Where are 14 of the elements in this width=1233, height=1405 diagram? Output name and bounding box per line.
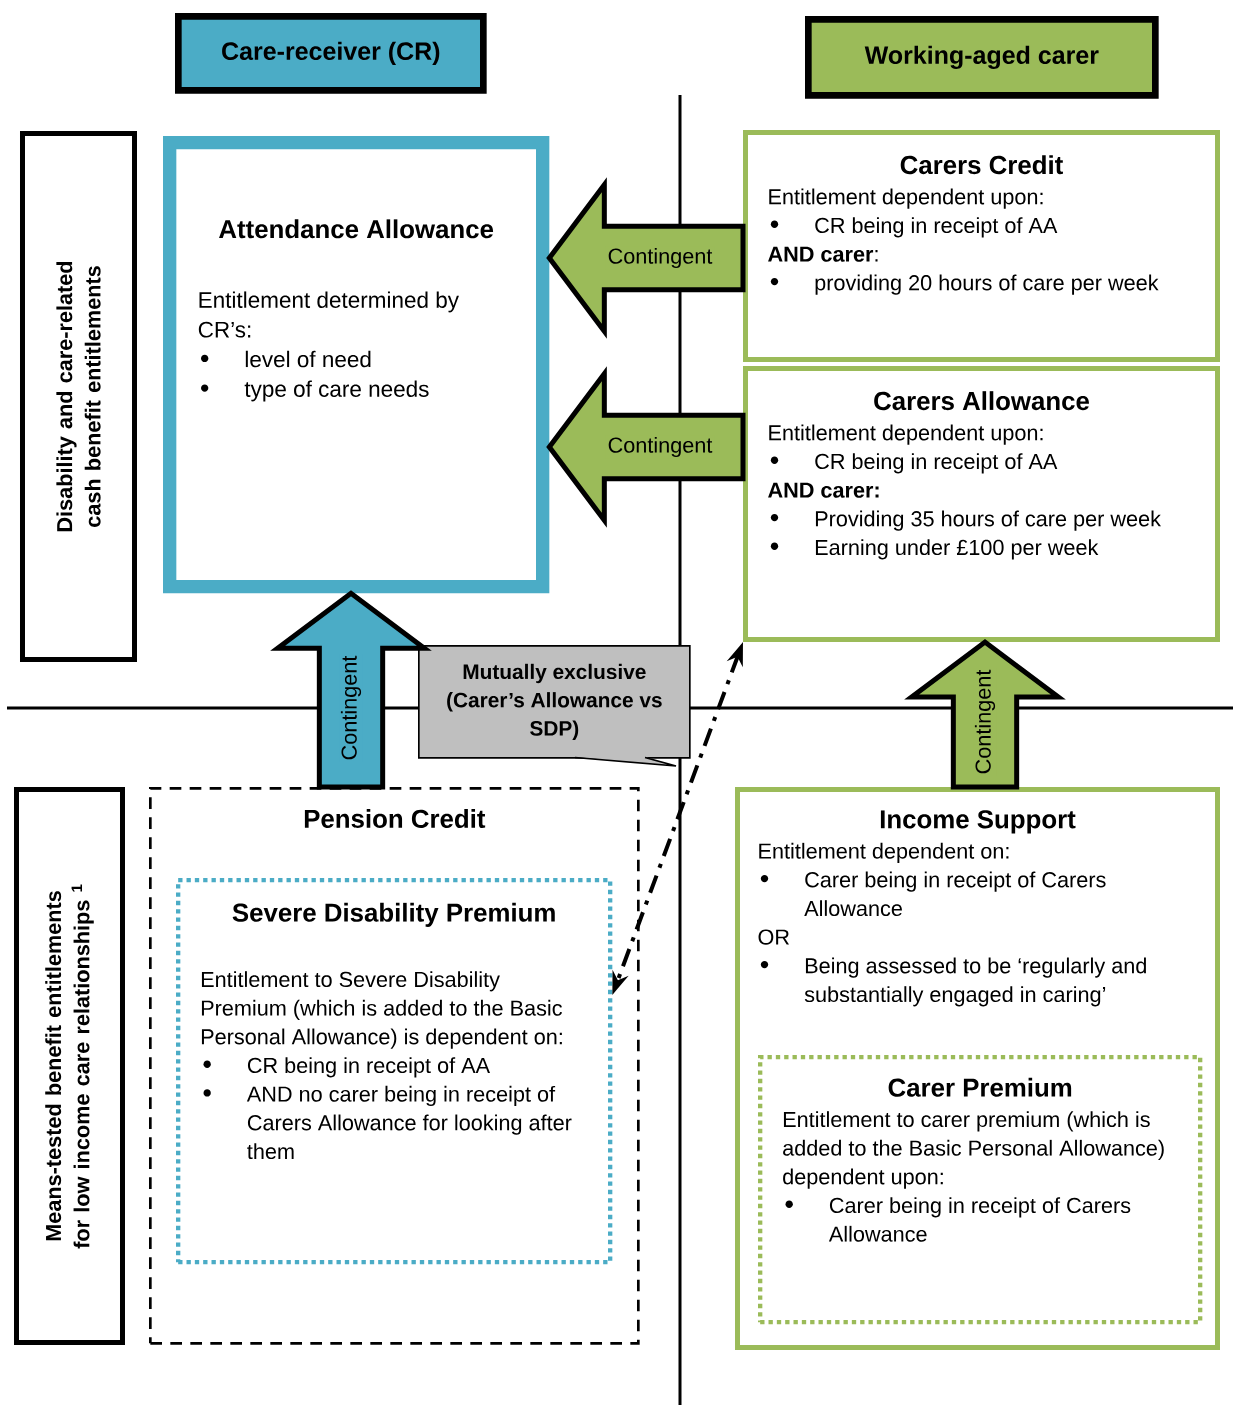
benefit-box: Carers Allowance Entitlement dependent upon: CR being in receipt of AA AND carer: Providing 35 hours of care per week Earning under £100 per week xyxy=(743,366,1220,642)
benefit-box: Carers Credit Entitlement dependent upon: CR being in receipt of AA AND carer: providing 20 hours of care per week xyxy=(743,130,1220,362)
header-box: Working-aged carer xyxy=(805,16,1159,99)
header-box: Care-receiver (CR) xyxy=(175,13,487,94)
callout-box: Mutually exclusive (Carer’s Allowance vs SDP) xyxy=(418,645,691,767)
edge-label: Contingent xyxy=(605,246,715,270)
edge-label: Contingent xyxy=(605,435,715,459)
benefit-box: Attendance Allowance Entitlement determined by CR’s: level of need type of care needs xyxy=(163,136,550,594)
edge-label: Contingent xyxy=(973,667,997,777)
side-label-box: Disability and care-related cash benefit entitlements xyxy=(20,131,137,662)
side-label-box: Means-tested benefit entitlements for low income care relationships $^{1}$ xyxy=(14,787,125,1345)
edge-label: Contingent xyxy=(339,653,363,763)
dotted-box: Severe Disability Premium Entitlement to Severe Disability Premium (which is added to the Basic Personal Allowance) is dependent on: CR being in receipt of AA AND no carer being in receipt of Carers Allowance for looking after them xyxy=(176,878,613,1265)
dotted-box: Carer Premium Entitlement to carer premium (which is added to the Basic Personal Allowance) dependent upon: Carer being in receipt of Carers Allowance xyxy=(758,1055,1203,1325)
